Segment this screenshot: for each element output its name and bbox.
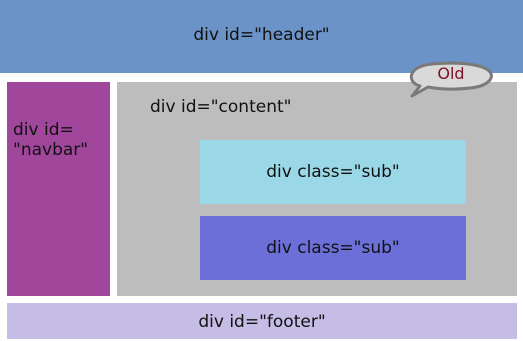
header-label: div id="header" (193, 25, 330, 45)
sub-label-bottom: div class="sub" (266, 238, 400, 258)
footer-label: div id="footer" (198, 312, 326, 332)
footer-block: div id="footer" (7, 303, 517, 339)
sub-block-bottom: div class="sub" (200, 216, 466, 280)
navbar-block: div id= "navbar" (7, 82, 110, 296)
speech-bubble-icon (409, 61, 493, 98)
old-callout-label: Old (437, 64, 465, 83)
sub-label-top: div class="sub" (266, 162, 400, 182)
sub-block-top: div class="sub" (200, 140, 466, 204)
header-block: div id="header" (0, 0, 523, 73)
navbar-label: div id= "navbar" (13, 120, 89, 160)
content-label: div id="content" (150, 97, 292, 117)
